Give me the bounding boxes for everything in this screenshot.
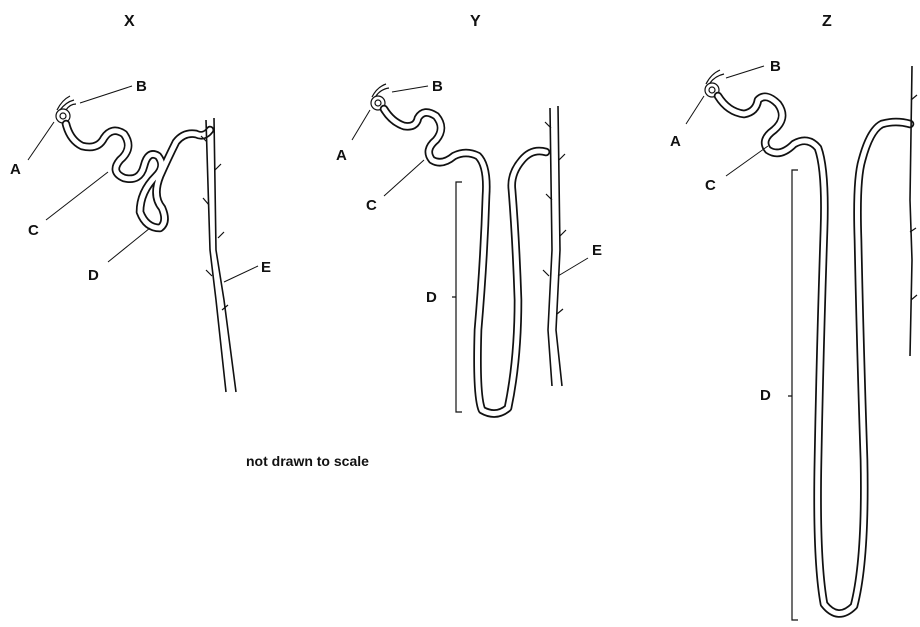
- brace-d-y: [452, 182, 462, 412]
- glomerulus-z: [705, 70, 724, 97]
- label-a-x: A: [10, 161, 21, 178]
- collecting-duct-x: [201, 118, 236, 392]
- tubule-z: [718, 96, 910, 614]
- label-d-z: D: [760, 387, 771, 404]
- brace-d-z: [788, 170, 798, 620]
- nephron-z: Z B A C D: [670, 13, 917, 620]
- glomerulus-x: [56, 96, 76, 123]
- title-y: Y: [470, 13, 481, 30]
- nephron-x: X B A C D E: [10, 13, 271, 392]
- label-c-x: C: [28, 222, 39, 239]
- title-z: Z: [822, 13, 832, 30]
- label-a-z: A: [670, 133, 681, 150]
- label-e-x: E: [261, 259, 271, 276]
- not-to-scale-note: not drawn to scale: [246, 453, 369, 469]
- nephron-y: Y B A C D E: [336, 13, 602, 414]
- label-d-y: D: [426, 289, 437, 306]
- label-c-y: C: [366, 197, 377, 214]
- label-b-x: B: [136, 78, 147, 95]
- label-d-x: D: [88, 267, 99, 284]
- collecting-duct-z: [910, 66, 917, 356]
- label-b-y: B: [432, 78, 443, 95]
- tubule-x: [66, 124, 210, 228]
- label-b-z: B: [770, 58, 781, 75]
- label-c-z: C: [705, 177, 716, 194]
- title-x: X: [124, 13, 135, 30]
- label-a-y: A: [336, 147, 347, 164]
- tubule-y: [384, 109, 546, 414]
- label-e-y: E: [592, 242, 602, 259]
